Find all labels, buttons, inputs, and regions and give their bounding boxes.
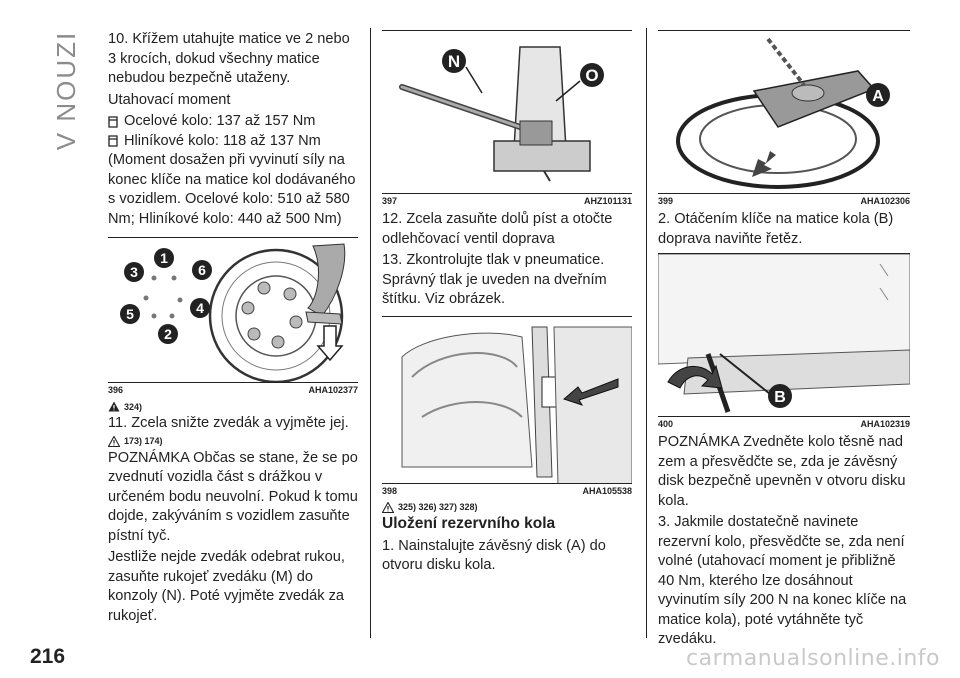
nut-label-5: 5 (126, 306, 134, 322)
section-heading: Uložení rezervního kola (382, 514, 556, 532)
label-n: N (448, 52, 460, 71)
storage-step-1: 1. Nainstalujte závěsný disk (A) do otvo… (382, 537, 606, 574)
figure-397: N O (382, 30, 632, 194)
figure-399: A (658, 30, 910, 194)
bullet-aluminum: Hliníkové kolo: 118 až 137 Nm (108, 132, 358, 152)
nut-label-6: 6 (198, 262, 206, 278)
figure-400: B (658, 253, 910, 417)
column-divider (646, 28, 647, 638)
bullet-marker-icon (108, 135, 118, 147)
figure-caption: 398 AHA105538 (382, 485, 632, 496)
step-10-text: 10. Křížem utahujte matice ve 2 nebo 3 k… (108, 31, 350, 86)
column-2: N O 397 AHZ101131 12. Zcela zasuňte dolů… (382, 30, 632, 578)
warning-icon (108, 401, 120, 412)
nut-label-3: 3 (130, 264, 138, 280)
column-3: A 399 AHA102306 2. Otáčením klíče na mat… (658, 30, 910, 652)
note-text: POZNÁMKA Občas se stane, že se po zvednu… (108, 449, 358, 544)
warning-references: 324) (108, 401, 358, 412)
door-label-illustration (401, 326, 632, 483)
torque-note: (Moment dosažen při vyvinutí síly na kon… (108, 152, 356, 227)
nut-label-1: 1 (160, 250, 168, 266)
column-1: 10. Křížem utahujte matice ve 2 nebo 3 k… (108, 30, 358, 628)
bullet-marker-icon (108, 116, 118, 128)
section-tab: V NOUZI (52, 30, 82, 150)
nut-label-4: 4 (196, 300, 204, 316)
bullet-steel: Ocelové kolo: 137 až 157 Nm (108, 112, 358, 132)
label-b: B (774, 389, 786, 406)
figure-396: 1 2 3 4 5 6 (108, 237, 358, 383)
wheel-nut-order-illustration: 1 2 3 4 5 6 (120, 243, 346, 382)
section-title: V NOUZI (51, 30, 82, 150)
figure-398 (382, 315, 632, 484)
page-number: 216 (30, 645, 66, 668)
step-11-text: 11. Zcela snižte zvedák a vyjměte jej. (108, 415, 349, 431)
jack-removal-text: Jestliže nejde zvedák odebrat rukou, zas… (108, 549, 345, 624)
step-12-text: 12. Zcela zasuňte dolů píst a otočte odl… (382, 211, 613, 247)
storage-step-2: 2. Otáčením klíče na matice kola (B) dop… (658, 211, 894, 247)
step-13-text: 13. Zkontrolujte tlak v pneumatice. Sprá… (382, 252, 607, 307)
label-o: O (585, 66, 598, 85)
figure-caption: 396 AHA102377 (108, 385, 358, 395)
chain-winch-illustration: B (658, 254, 910, 413)
figure-caption: 400 AHA102319 (658, 419, 910, 429)
figure-caption: 399 AHA102306 (658, 196, 910, 206)
caution-icon (108, 435, 120, 447)
torque-heading: Utahovací moment (108, 91, 231, 108)
caution-icon (382, 501, 394, 513)
caution-references: 173) 174) (108, 435, 358, 447)
hanger-disk-illustration: A (676, 37, 890, 189)
watermark: carmanualsonline.info (686, 646, 940, 671)
warning-references: 325) 326) 327) 328) (382, 501, 632, 513)
column-divider (370, 28, 371, 638)
storage-step-3: 3. Jakmile dostatečně navinete rezervní … (658, 514, 907, 647)
note-text: POZNÁMKA Zvedněte kolo těsně nad zem a p… (658, 434, 906, 509)
label-a: A (872, 88, 884, 105)
nut-label-2: 2 (164, 326, 172, 342)
jack-handle-illustration: N O (399, 46, 604, 182)
figure-caption: 397 AHZ101131 (382, 196, 632, 206)
